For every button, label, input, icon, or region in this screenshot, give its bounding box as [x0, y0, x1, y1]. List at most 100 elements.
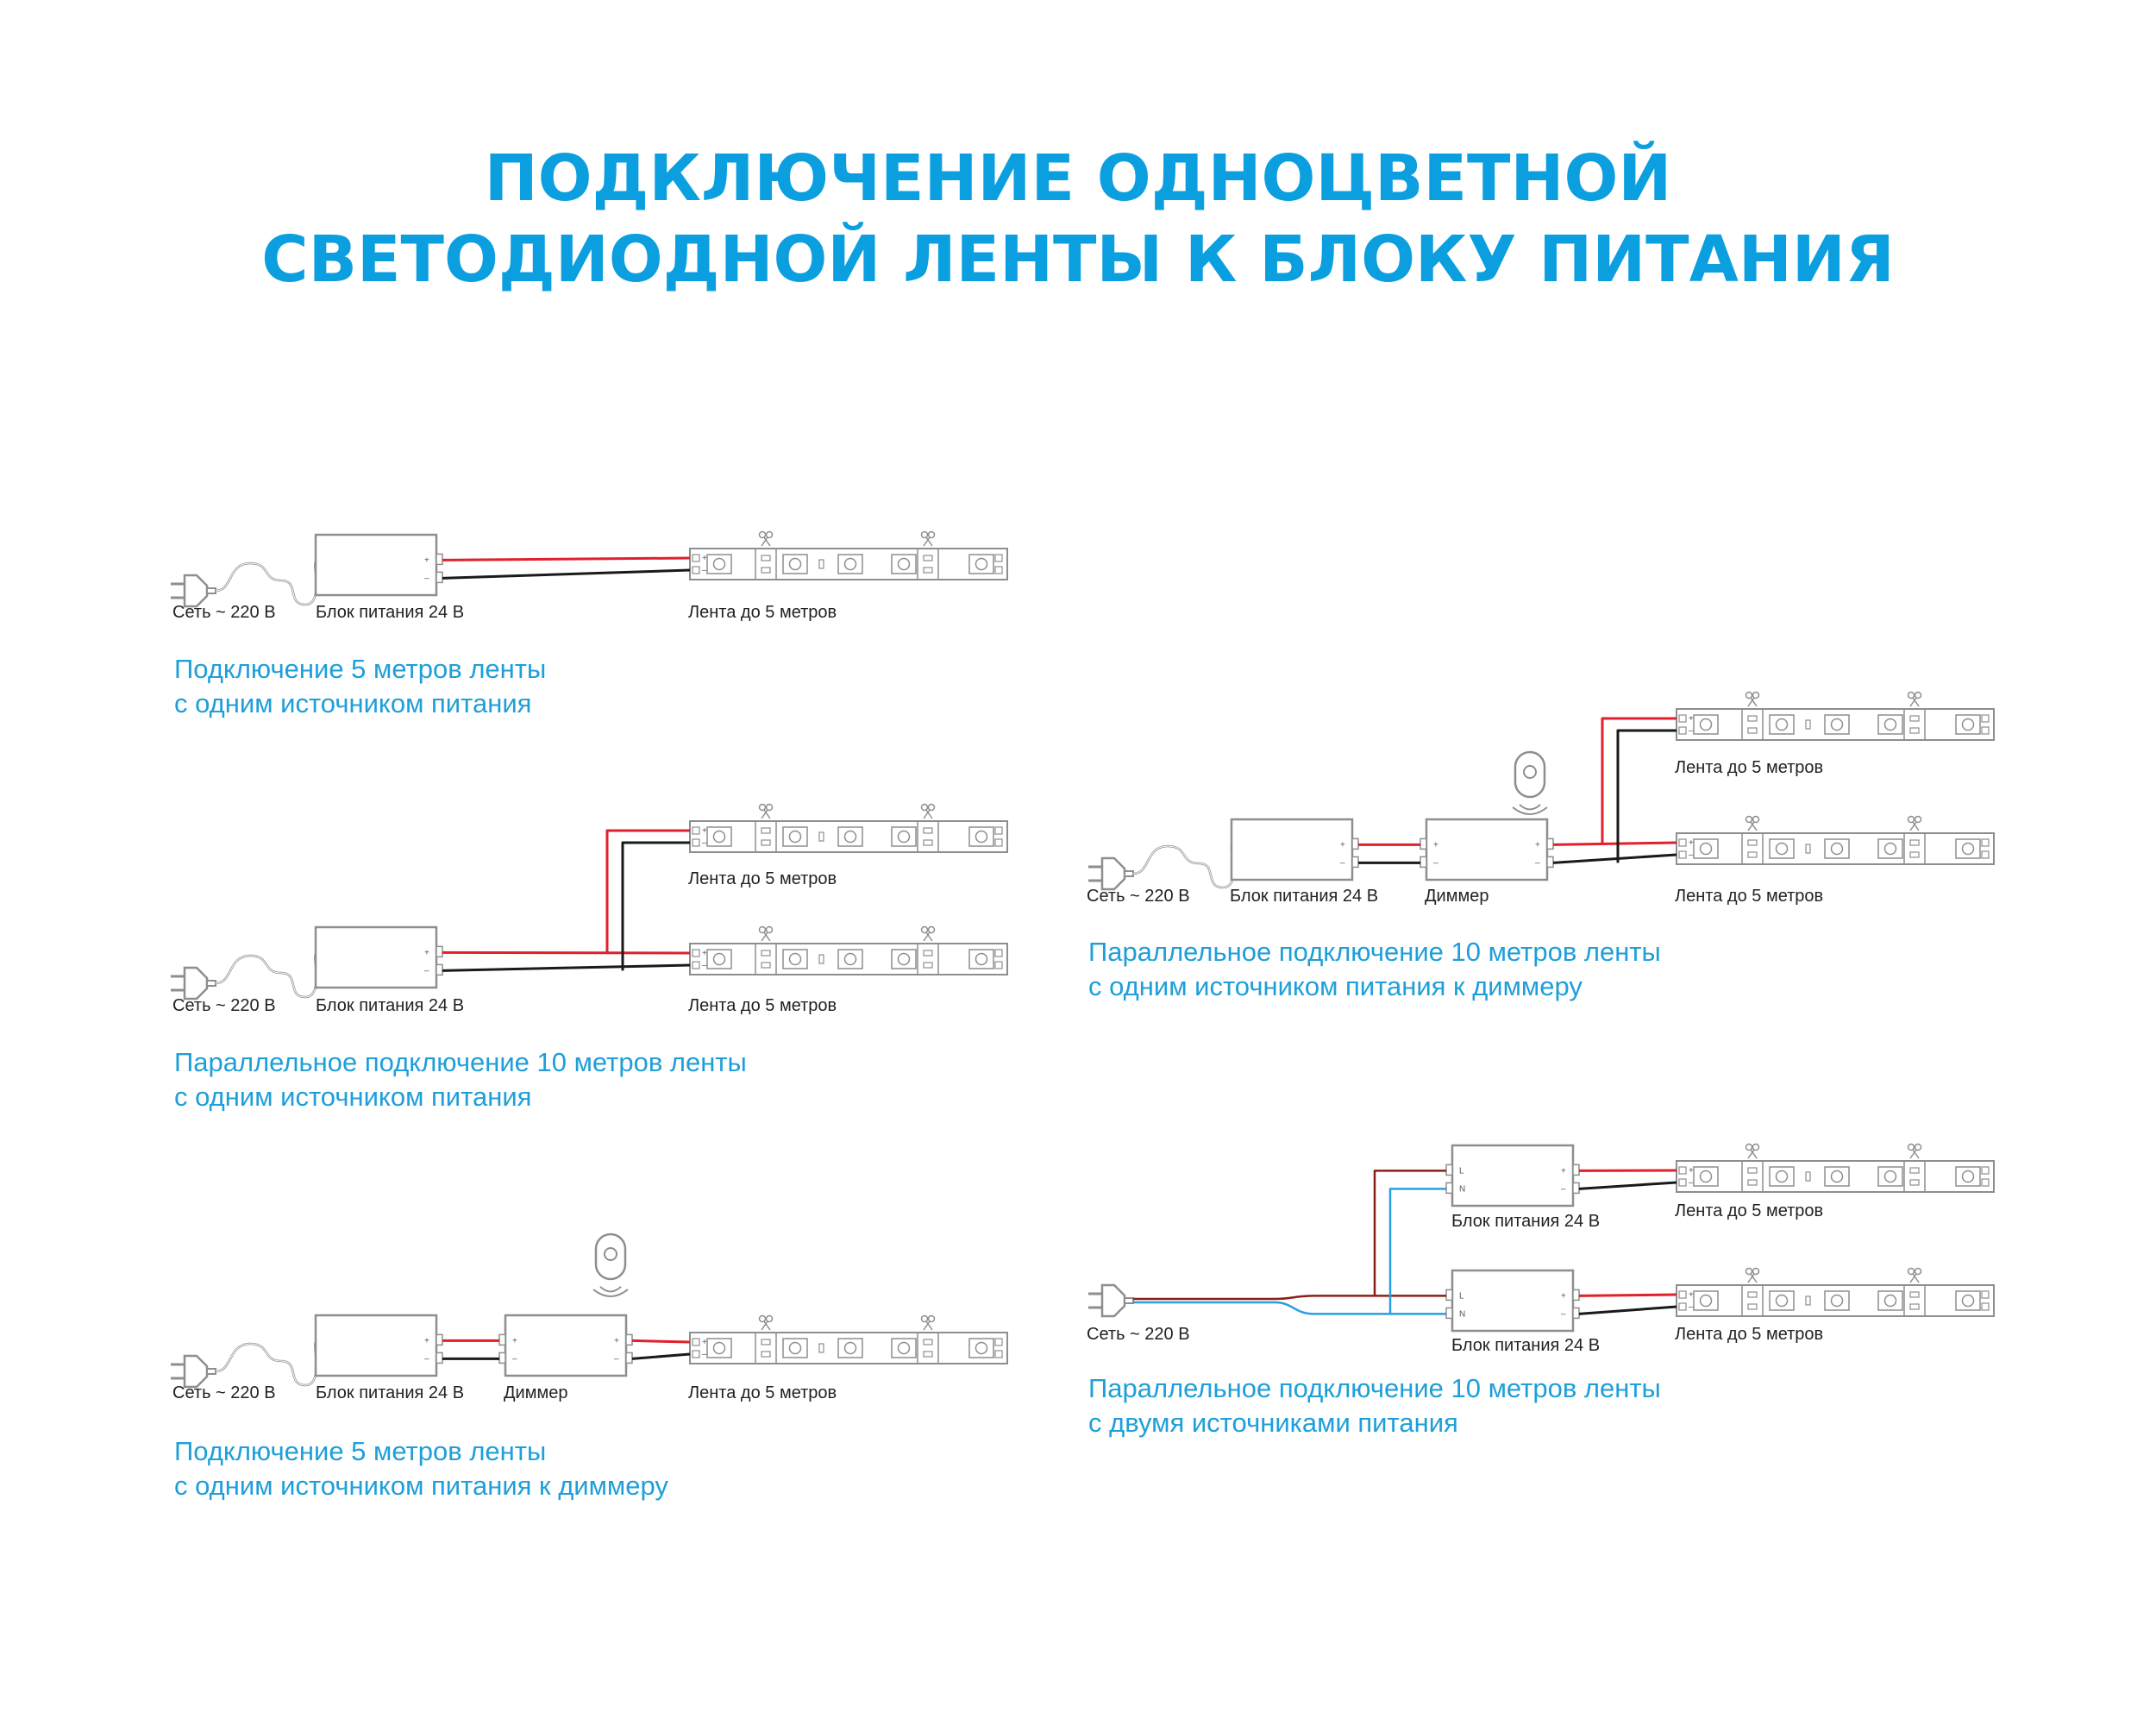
scissors-ring	[758, 1314, 767, 1323]
plug-body	[1100, 1283, 1126, 1318]
scissors-ring	[765, 803, 774, 812]
terminal-icon	[1572, 1307, 1580, 1320]
solder-pad	[1747, 727, 1758, 734]
scissors-blade	[1912, 697, 1920, 707]
caption-d3-line-2: с одним источником питания к диммеру	[174, 1471, 668, 1501]
remote-body	[594, 1233, 627, 1281]
plus-sign: +	[614, 1336, 619, 1346]
scissors-blade	[925, 1320, 933, 1331]
solder-pad	[923, 1351, 933, 1358]
solder-pad	[1747, 1179, 1758, 1186]
power-supply: +–LN	[1445, 1144, 1580, 1208]
led-lens	[1830, 842, 1844, 856]
scissors-icon	[758, 1314, 774, 1331]
strip-label: Лента до 5 метров	[1675, 1325, 1823, 1344]
led-chip-icon	[1693, 714, 1719, 735]
wire-positive-branch	[1601, 717, 1677, 845]
mains-label: Сеть ~ 220 В	[172, 1383, 276, 1402]
plug-body	[183, 966, 209, 1000]
solder-pad	[1747, 1167, 1758, 1174]
led-chip-icon	[782, 826, 808, 847]
terminal-icon	[498, 1352, 506, 1364]
scissors-blade	[1909, 821, 1917, 831]
scissors-ring	[765, 925, 774, 934]
plug-body	[183, 574, 209, 608]
minus-sign: –	[702, 566, 707, 575]
led-lens	[843, 1341, 857, 1355]
solder-pad	[1909, 715, 1920, 722]
scissors-blade	[923, 809, 931, 819]
minus-sign: –	[424, 1354, 429, 1364]
led-lens	[1883, 718, 1897, 731]
caption-d5-line-2: с двумя источниками питания	[1088, 1408, 1458, 1438]
scissors-blade	[1909, 1273, 1917, 1283]
minus-sign: –	[1689, 1178, 1694, 1188]
led-lens	[1775, 1170, 1789, 1183]
led-lens	[788, 830, 802, 844]
scissors-blade	[1750, 697, 1758, 707]
scissors-blade	[923, 932, 931, 942]
led-chip-icon	[1693, 1290, 1719, 1311]
mains-cable-core	[215, 561, 317, 605]
solder-pad	[923, 555, 933, 561]
led-lens	[897, 830, 911, 844]
led-lens	[897, 952, 911, 966]
led-lens	[975, 830, 988, 844]
scissors-blade	[1747, 1149, 1755, 1159]
led-chip-icon	[1769, 714, 1795, 735]
solder-pad	[994, 566, 1003, 574]
terminal-icon	[1546, 856, 1554, 869]
plus-sign: +	[1340, 840, 1345, 850]
scissors-ring	[1914, 815, 1922, 824]
minus-sign: –	[702, 838, 707, 848]
resistor-icon	[818, 559, 824, 569]
led-strip: +–	[689, 925, 1008, 975]
diagram-two-power-supplies: +–LN+–LN+–+–	[1088, 1143, 1995, 1333]
scissors-blade	[925, 536, 933, 547]
led-lens	[1961, 1294, 1975, 1308]
scissors-blade	[1912, 821, 1920, 831]
led-lens	[843, 952, 857, 966]
solder-pad	[1981, 714, 1990, 723]
caption-d4-line-2: с одним источником питания к диммеру	[1088, 971, 1583, 1001]
power-supply-body	[1451, 1144, 1575, 1208]
scissors-icon	[758, 803, 774, 819]
led-lens	[1883, 1294, 1897, 1308]
solder-pad	[1678, 1178, 1687, 1187]
solder-pad	[1981, 726, 1990, 735]
solder-pad	[692, 566, 700, 574]
psu-label: Блок питания 24 В	[1451, 1336, 1600, 1355]
minus-sign: –	[1689, 1302, 1694, 1312]
led-lens	[788, 952, 802, 966]
solder-pad	[1981, 1290, 1990, 1299]
strip-label: Лента до 5 метров	[1675, 887, 1823, 906]
scissors-blade	[761, 932, 768, 942]
solder-pad	[994, 1350, 1003, 1358]
led-strip: +–	[689, 530, 1008, 580]
neutral-mark: N	[1459, 1184, 1465, 1194]
power-supply: +–	[314, 533, 443, 597]
resistor-icon	[818, 831, 824, 842]
psu-label: Блок питания 24 В	[316, 996, 464, 1015]
wire-neutral	[1274, 1301, 1446, 1315]
plus-sign: +	[702, 554, 707, 563]
terminal-icon	[625, 1352, 633, 1364]
scissors-blade	[925, 809, 933, 819]
led-lens	[712, 1341, 726, 1355]
plug-collar	[206, 587, 216, 594]
led-chip-icon	[706, 826, 732, 847]
mains-cable-core	[215, 1342, 317, 1386]
scissors-ring	[1907, 815, 1915, 824]
power-plug-icon	[171, 966, 216, 1000]
solder-pad	[1981, 1178, 1990, 1187]
scissors-blade	[1747, 1273, 1755, 1283]
terminal-icon	[1351, 856, 1359, 869]
strip-label: Лента до 5 метров	[688, 996, 837, 1015]
signal-wave	[592, 1289, 629, 1297]
solder-pad	[1909, 851, 1920, 858]
resistor-icon	[1805, 1295, 1811, 1306]
led-lens	[1830, 718, 1844, 731]
solder-pad	[994, 961, 1003, 969]
led-chip-icon	[1877, 1290, 1903, 1311]
solder-pad	[923, 827, 933, 834]
